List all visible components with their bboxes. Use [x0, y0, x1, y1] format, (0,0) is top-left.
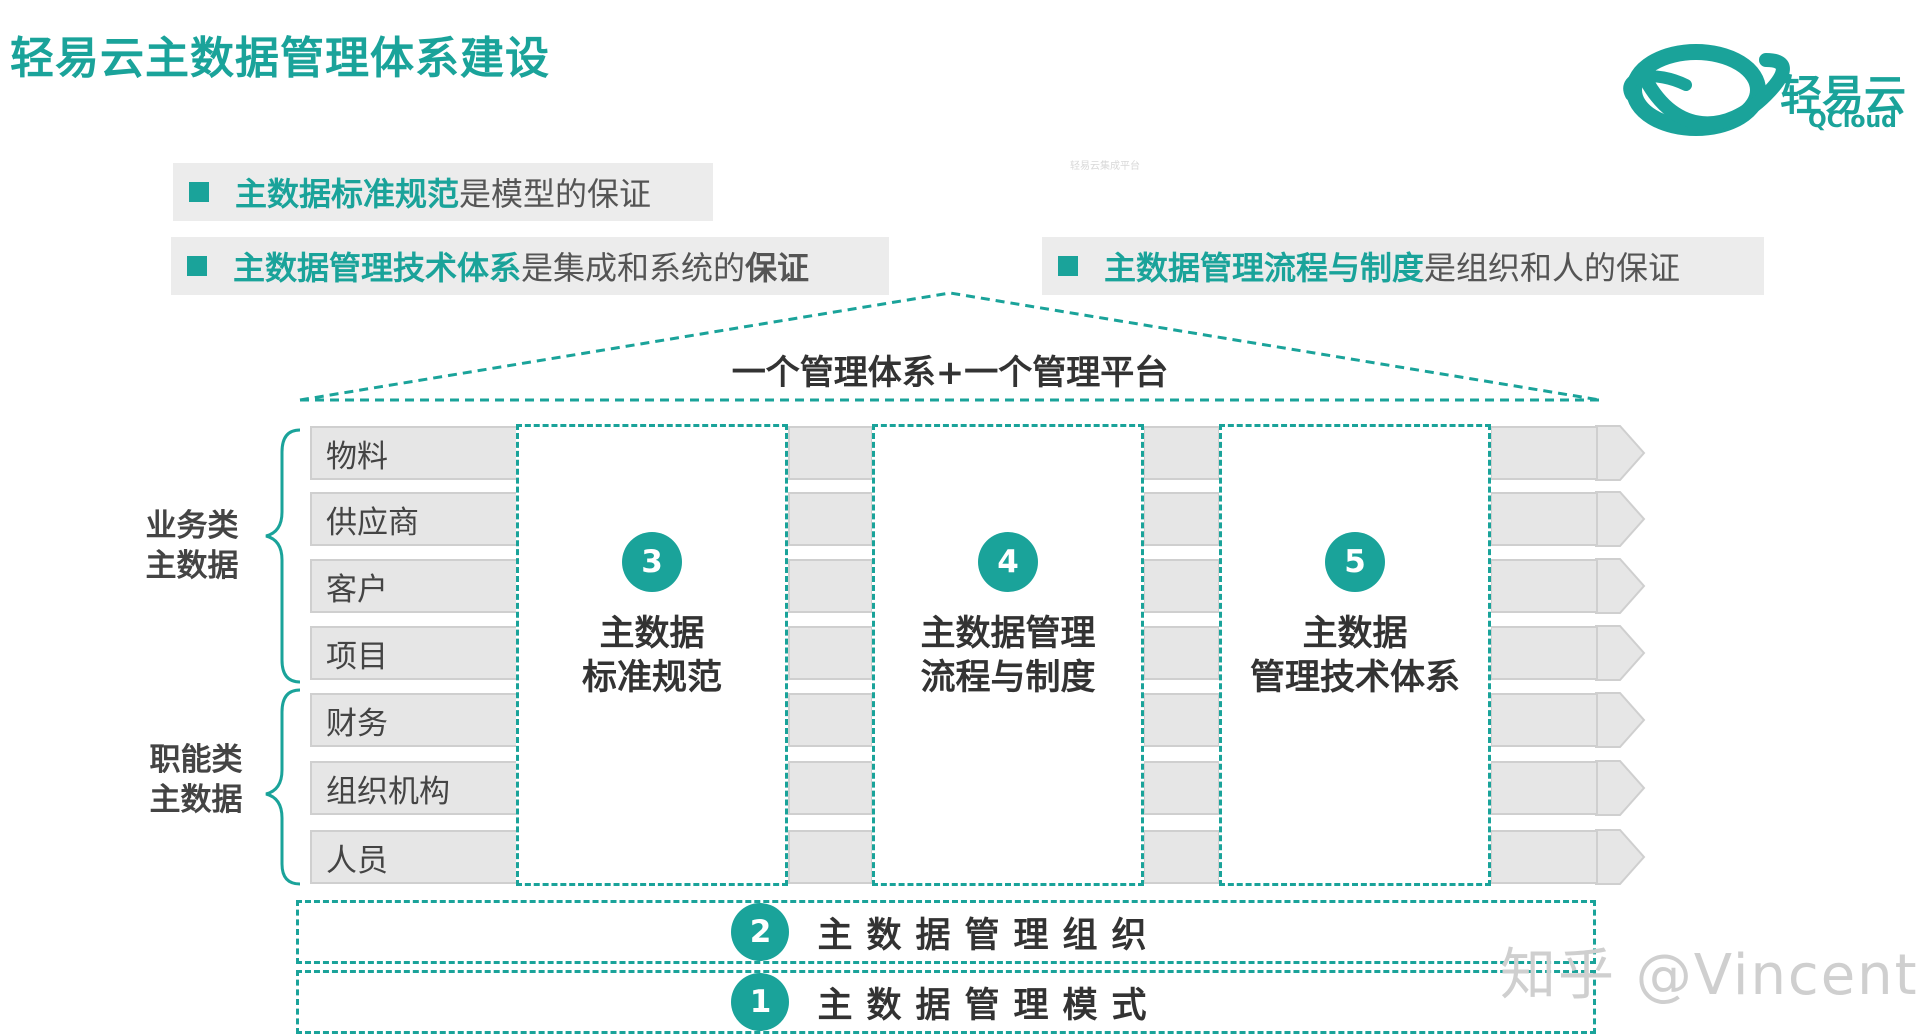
arrow-tip-icon — [1595, 425, 1646, 481]
group-label-line: 业务类 — [145, 508, 239, 544]
row-label-supplier: 供应商 — [310, 492, 520, 546]
row-band — [1490, 830, 1598, 884]
pillar-line: 主数据 — [1302, 614, 1408, 654]
pillar-technology: 5 主数据 管理技术体系 — [1219, 424, 1491, 886]
note-tech: 主数据管理技术体系是集成和系统的保证 — [171, 237, 889, 295]
pillar-text: 主数据 标准规范 — [582, 612, 722, 700]
row-band — [1490, 426, 1598, 480]
group-label-business: 业务类 主数据 — [132, 506, 252, 586]
row-label-project: 项目 — [310, 626, 520, 680]
row-label-customer: 客户 — [310, 559, 520, 613]
brace-functional — [265, 688, 301, 886]
arrow-tip-icon — [1595, 558, 1646, 614]
pillar-line: 主数据管理 — [920, 614, 1096, 654]
arrow-tip-icon — [1595, 829, 1646, 885]
foundation-mode: 1 主数据管理模式 — [296, 970, 1596, 1034]
row-band — [788, 761, 873, 815]
note-highlight: 主数据管理流程与制度 — [1104, 249, 1425, 287]
logo-text-en: QCloud — [1808, 108, 1897, 133]
brace-business — [265, 428, 301, 684]
row-band — [1490, 693, 1598, 747]
roof-title: 一个管理体系+一个管理平台 — [731, 353, 1169, 393]
row-band — [788, 830, 873, 884]
arrow-tip-icon — [1595, 625, 1646, 681]
note-rest: 是组织和人的保证 — [1424, 249, 1681, 287]
bullet-square-icon — [1058, 256, 1078, 276]
foundation-number-badge: 1 — [731, 973, 790, 1031]
row-band — [788, 626, 873, 680]
foundation-text: 主数据管理模式 — [817, 985, 1161, 1026]
row-band — [788, 426, 873, 480]
pillar-line: 主数据 — [599, 614, 705, 654]
note-process: 主数据管理流程与制度是组织和人的保证 — [1042, 237, 1764, 295]
row-band — [788, 559, 873, 613]
arrow-tip-icon — [1595, 692, 1646, 748]
group-label-functional: 职能类 主数据 — [136, 740, 256, 820]
group-label-line: 主数据 — [145, 548, 239, 584]
note-highlight: 主数据管理技术体系 — [233, 249, 522, 287]
note-standard: 主数据标准规范是模型的保证 — [173, 163, 713, 221]
pillar-number-badge: 5 — [1325, 532, 1385, 592]
row-label-personnel: 人员 — [310, 830, 520, 884]
pillar-number-badge: 4 — [978, 532, 1038, 592]
note-highlight: 主数据标准规范 — [235, 175, 460, 213]
row-band — [1490, 626, 1598, 680]
row-band — [1143, 626, 1220, 680]
row-label-finance: 财务 — [310, 693, 520, 747]
watermark: 知乎 @Vincent — [1500, 943, 1919, 1008]
row-band — [1143, 492, 1220, 546]
row-band — [788, 693, 873, 747]
row-band — [1490, 761, 1598, 815]
faint-watermark: 轻易云集成平台 — [1070, 161, 1140, 172]
row-band — [1143, 830, 1220, 884]
row-band — [1490, 559, 1598, 613]
note-rest: 是模型的保证 — [459, 175, 652, 213]
infinity-loop-logo-icon — [1623, 44, 1790, 136]
pillar-line: 标准规范 — [581, 658, 722, 698]
foundation-number-badge: 2 — [731, 903, 790, 961]
arrow-tip-icon — [1595, 491, 1646, 547]
pillar-line: 管理技术体系 — [1249, 658, 1460, 698]
row-label-material: 物料 — [310, 426, 520, 480]
row-band — [1143, 693, 1220, 747]
page-title: 轻易云主数据管理体系建设 — [10, 33, 550, 84]
pillar-number-badge: 3 — [622, 532, 682, 592]
row-band — [1143, 426, 1220, 480]
row-band — [1490, 492, 1598, 546]
group-label-line: 主数据 — [149, 782, 243, 818]
pillar-process: 4 主数据管理 流程与制度 — [872, 424, 1144, 886]
logo-text-cn: 轻易云 — [1780, 71, 1907, 120]
pillar-text: 主数据管理 流程与制度 — [920, 612, 1095, 700]
row-label-organization: 组织机构 — [310, 761, 520, 815]
bullet-square-icon — [187, 256, 207, 276]
foundation-organization: 2 主数据管理组织 — [296, 900, 1596, 964]
row-band — [788, 492, 873, 546]
pillar-text: 主数据 管理技术体系 — [1250, 612, 1460, 700]
row-band — [1143, 761, 1220, 815]
row-band — [1143, 559, 1220, 613]
note-rest: 是集成和系统的 — [521, 249, 746, 287]
pillar-standards: 3 主数据 标准规范 — [516, 424, 788, 886]
bullet-square-icon — [189, 182, 209, 202]
pillar-line: 流程与制度 — [920, 658, 1096, 698]
foundation-text: 主数据管理组织 — [817, 915, 1161, 956]
note-rest-bold: 保证 — [745, 249, 810, 287]
group-label-line: 职能类 — [149, 742, 243, 778]
arrow-tip-icon — [1595, 760, 1646, 816]
